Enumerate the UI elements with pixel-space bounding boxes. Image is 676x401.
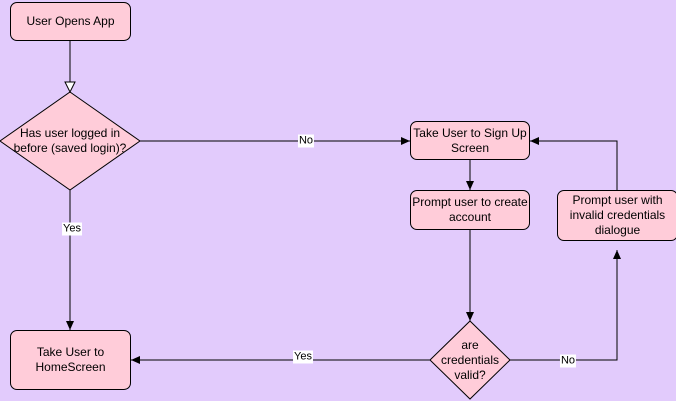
homescreen-node: Take User to HomeScreen: [10, 330, 131, 390]
homescreen-node-label: Take User to HomeScreen: [35, 345, 106, 374]
prompt-create-node-label: Prompt user to create account: [412, 195, 528, 224]
edge-valid-no-to-dialogue: [510, 250, 621, 361]
edge-dialogue-to-signup: [530, 137, 618, 190]
edge-label-valid-no: No: [559, 354, 577, 368]
prompt-create-node: Prompt user to create account: [410, 190, 530, 230]
sign-up-node-label: Take User to Sign Up Screen: [413, 125, 527, 155]
decision-valid-text: are credentials valid?: [440, 337, 500, 382]
decision-logged-in-text: Has user logged in before (saved login)?: [13, 126, 127, 155]
decision-logged-in-label: Has user logged in before (saved login)?: [6, 121, 134, 161]
edge-label-logged-in-no: No: [297, 134, 315, 148]
decision-valid-shape: [429, 320, 511, 400]
start-node-label: User Opens App: [26, 14, 115, 28]
edge-label-logged-in-yes: Yes: [62, 222, 82, 236]
edge-label-valid-yes: Yes: [293, 350, 313, 364]
invalid-dialogue-node-label: Prompt user with invalid credentials dia…: [569, 193, 666, 237]
start-node: User Opens App: [10, 2, 131, 41]
sign-up-node: Take User to Sign Up Screen: [410, 121, 530, 160]
invalid-dialogue-node: Prompt user with invalid credentials dia…: [557, 190, 676, 241]
decision-valid-label: are credentials valid?: [440, 336, 500, 384]
